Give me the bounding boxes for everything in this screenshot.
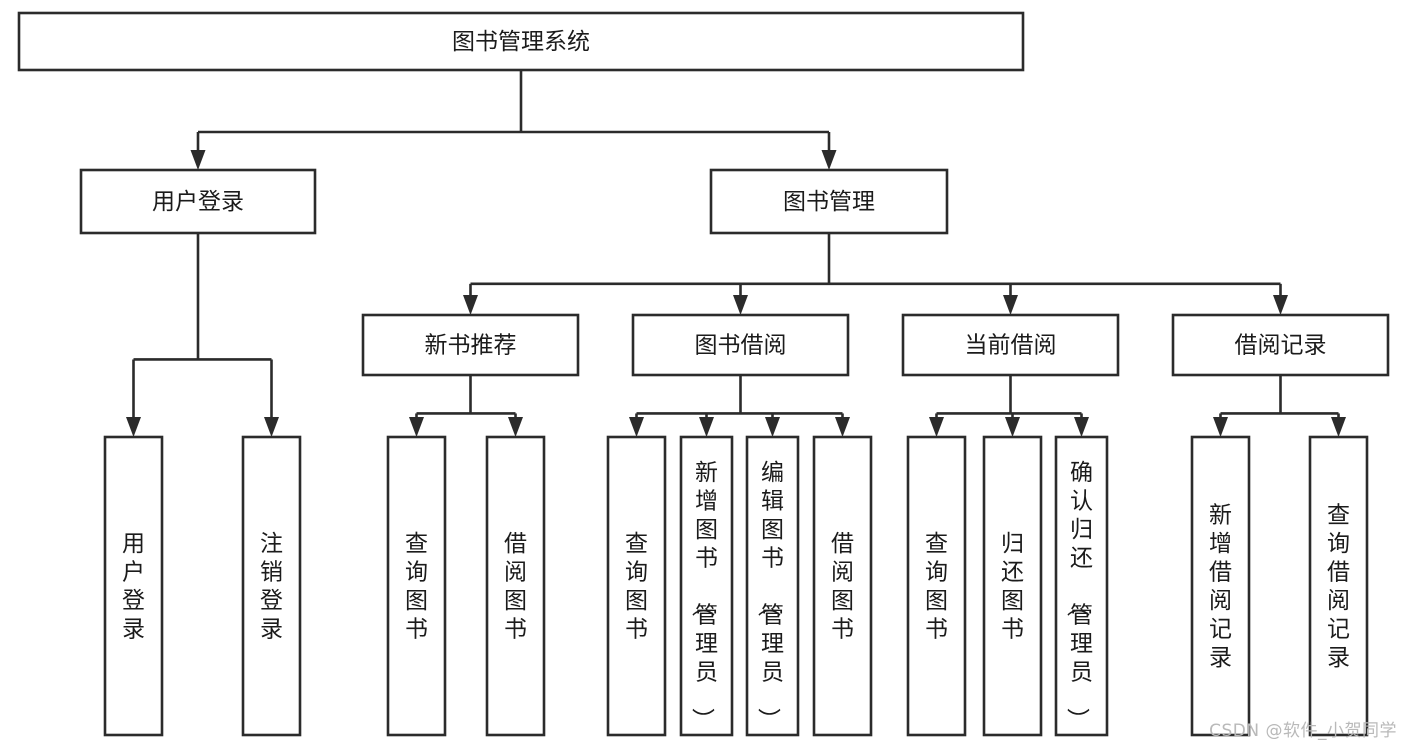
node-leaf-cb-confirm-return[interactable]: 确认归还（管理员） (1054, 435, 1109, 737)
connector-group (629, 375, 850, 437)
arrow-head-icon (190, 150, 206, 170)
connector-layer (126, 70, 1346, 437)
node-box (103, 435, 164, 737)
node-label-vertical: 编辑图书（管理员） (755, 460, 784, 731)
node-leaf-cb-return-book[interactable]: 归还图书 (982, 435, 1043, 737)
node-label: 用户登录 (152, 189, 244, 215)
node-label: 图书管理 (783, 189, 875, 215)
arrow-head-icon (835, 417, 850, 437)
arrow-head-icon (733, 295, 748, 315)
node-leaf-bb-query-book[interactable]: 查询图书 (606, 435, 667, 737)
arrow-head-icon (508, 417, 523, 437)
arrow-head-icon (765, 417, 780, 437)
node-box (79, 168, 317, 235)
arrow-head-icon (463, 295, 478, 315)
arrow-head-icon (1331, 417, 1346, 437)
arrow-head-icon (409, 417, 424, 437)
connector-group (929, 375, 1089, 437)
node-box (17, 11, 1025, 72)
arrow-head-icon (126, 417, 141, 437)
node-l3-book-borrow[interactable]: 图书借阅 (631, 313, 850, 377)
node-label: 图书管理系统 (452, 29, 590, 55)
node-label-vertical: 借阅图书 (504, 531, 527, 643)
node-l3-new-book-rec[interactable]: 新书推荐 (361, 313, 580, 377)
node-label-vertical: 用户登录 (122, 531, 145, 643)
node-box (745, 435, 800, 737)
node-leaf-bb-add-book[interactable]: 新增图书（管理员） (679, 435, 734, 737)
node-box (679, 435, 734, 737)
arrow-head-icon (699, 417, 714, 437)
node-box (1308, 435, 1369, 737)
node-label-vertical: 新增图书（管理员） (689, 460, 718, 731)
node-box (1054, 435, 1109, 737)
node-root[interactable]: 图书管理系统 (17, 11, 1025, 72)
node-label-vertical: 注销登录 (260, 531, 283, 643)
node-label: 当前借阅 (965, 333, 1057, 359)
node-box (1190, 435, 1251, 737)
node-box (709, 168, 949, 235)
node-box (1171, 313, 1390, 377)
node-l3-current-borrow[interactable]: 当前借阅 (901, 313, 1120, 377)
arrow-head-icon (1213, 417, 1228, 437)
arrow-head-icon (264, 417, 279, 437)
connector-group (463, 233, 1288, 315)
arrow-head-icon (1003, 295, 1018, 315)
node-leaf-rec-borrow-book[interactable]: 借阅图书 (485, 435, 546, 737)
arrow-head-icon (1273, 295, 1288, 315)
node-box (606, 435, 667, 737)
node-label: 新书推荐 (425, 333, 517, 359)
node-box (241, 435, 302, 737)
node-l2-user-login[interactable]: 用户登录 (79, 168, 317, 235)
node-leaf-br-query-record[interactable]: 查询借阅记录 (1308, 435, 1369, 737)
connector-group (190, 70, 837, 170)
node-leaf-user-login[interactable]: 用户登录 (103, 435, 164, 737)
node-leaf-cb-query-book[interactable]: 查询图书 (906, 435, 967, 737)
node-label-vertical: 查询图书 (925, 531, 948, 643)
node-box (361, 313, 580, 377)
node-label-vertical: 归还图书 (1001, 531, 1024, 643)
node-label-vertical: 查询图书 (625, 531, 648, 643)
node-l3-borrow-record[interactable]: 借阅记录 (1171, 313, 1390, 377)
node-box (812, 435, 873, 737)
node-box (901, 313, 1120, 377)
node-box (485, 435, 546, 737)
arrow-head-icon (929, 417, 944, 437)
node-leaf-logout[interactable]: 注销登录 (241, 435, 302, 737)
node-l2-book-manage[interactable]: 图书管理 (709, 168, 949, 235)
connector-group (1213, 375, 1346, 437)
node-leaf-bb-edit-book[interactable]: 编辑图书（管理员） (745, 435, 800, 737)
connector-group (409, 375, 523, 437)
node-box (906, 435, 967, 737)
node-layer: 图书管理系统用户登录图书管理新书推荐图书借阅当前借阅借阅记录用户登录注销登录查询… (17, 11, 1390, 737)
node-box (386, 435, 447, 737)
node-leaf-rec-query-book[interactable]: 查询图书 (386, 435, 447, 737)
arrow-head-icon (1005, 417, 1020, 437)
arrow-head-icon (1074, 417, 1089, 437)
node-label-vertical: 确认归还（管理员） (1064, 460, 1093, 731)
node-label-vertical: 查询借阅记录 (1327, 503, 1350, 672)
node-box (631, 313, 850, 377)
node-box (982, 435, 1043, 737)
connector-group (126, 233, 279, 437)
watermark: CSDN @软件_小贺同学 (1209, 721, 1397, 741)
node-label: 图书借阅 (695, 333, 787, 359)
node-label: 借阅记录 (1235, 333, 1327, 359)
node-leaf-br-add-record[interactable]: 新增借阅记录 (1190, 435, 1251, 737)
node-label-vertical: 新增借阅记录 (1209, 503, 1232, 672)
arrow-head-icon (821, 150, 837, 170)
node-label-vertical: 查询图书 (405, 531, 428, 643)
node-leaf-bb-borrow-book[interactable]: 借阅图书 (812, 435, 873, 737)
node-label-vertical: 借阅图书 (831, 531, 854, 643)
arrow-head-icon (629, 417, 644, 437)
